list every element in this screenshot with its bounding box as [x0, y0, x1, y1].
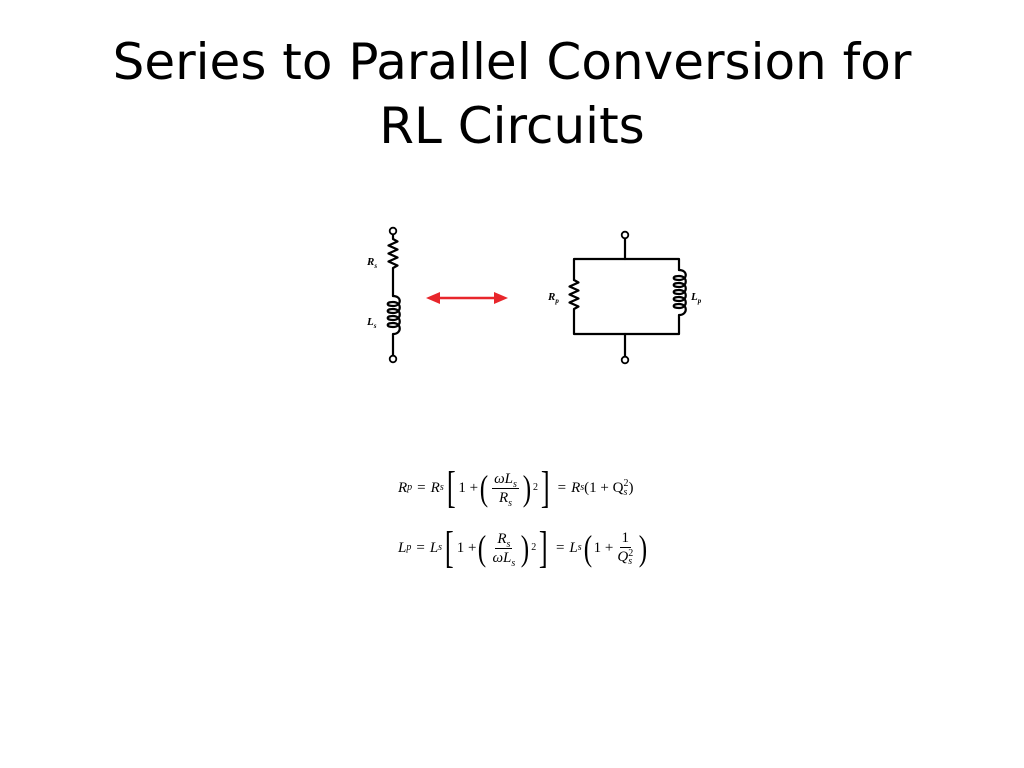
eq1-bracket-open: [	[446, 463, 456, 512]
series-circuit: Rs Ls	[366, 226, 401, 364]
arrow-head-left	[426, 292, 440, 304]
eq2-q-sup: 2	[628, 547, 634, 559]
eq1-frac-den-sub: s	[508, 497, 513, 509]
circuit-diagram: Rs Ls Rp Lp	[366, 226, 702, 365]
eq2-paren-close-2: )	[639, 528, 648, 568]
eq1-paren-open: (	[479, 468, 489, 508]
parallel-circuit: Rp Lp	[547, 230, 702, 365]
eq1-paren-close: )	[522, 468, 532, 508]
parallel-resistor	[568, 278, 627, 358]
conversion-arrow	[426, 292, 508, 304]
series-top-terminal	[388, 226, 398, 236]
eq1-rhs: R	[571, 479, 581, 496]
title-line-2: RL Circuits	[379, 97, 645, 155]
eq2-frac2-num: 1	[621, 530, 630, 547]
eq2-lhs: L	[398, 539, 407, 556]
eq2-rhs: L	[569, 539, 578, 556]
eq1-equals: =	[417, 479, 426, 496]
eq2-frac-num: R	[497, 530, 507, 547]
eq2-paren-open-2: (	[583, 528, 592, 568]
series-inductor-label: Ls	[366, 316, 377, 330]
series-resistor-label: Rs	[366, 256, 377, 270]
parallel-resistor-label: Rp	[547, 291, 559, 305]
eq1-one-plus: 1 +	[458, 479, 479, 496]
parallel-inductor-label: Lp	[690, 291, 702, 305]
eq1-bracket-close: ]	[540, 463, 550, 512]
eq2-fraction: Rs ωLs	[490, 530, 517, 569]
eq2-frac-num-sub: s	[506, 538, 511, 550]
eq2-equals-2: =	[555, 539, 565, 556]
parallel-bottom-terminal	[620, 355, 630, 365]
eq2-bracket-open: [	[444, 523, 454, 572]
eq2-ls: L	[429, 539, 439, 556]
parallel-top-wire-left	[572, 237, 627, 282]
eq1-frac-num-sub: s	[513, 478, 517, 490]
slide-title: Series to Parallel Conversion for RL Cir…	[0, 30, 1024, 158]
title-line-1: Series to Parallel Conversion for	[112, 33, 912, 91]
eq2-q-sub: s	[628, 555, 633, 567]
eq2-frac2-den: Q	[617, 549, 629, 566]
eq2-paren-close: )	[521, 528, 530, 568]
eq1-frac-den: R	[498, 489, 509, 506]
eq2-one-plus: 1 +	[456, 539, 477, 556]
parallel-inductor	[623, 268, 687, 336]
series-bottom-terminal	[388, 354, 398, 364]
eq1-lhs: R	[398, 479, 408, 496]
eq2-one-plus-2: 1 +	[593, 539, 614, 556]
eq1-fraction: ωLs Rs	[492, 470, 519, 509]
series-resistor	[387, 233, 399, 298]
eq2-frac-den-sub: s	[511, 557, 516, 569]
eq1-close: )	[628, 479, 634, 496]
parallel-top-terminal	[620, 230, 630, 240]
series-inductor	[386, 294, 401, 357]
eq1-rhs-tail: (1 + Q	[584, 479, 624, 496]
eq1-q-sup: 2	[623, 478, 629, 489]
eq1-frac-num: ωL	[494, 470, 514, 487]
eq1-rs: R	[430, 479, 440, 496]
eq1-equals-2: =	[557, 479, 567, 496]
eq1-q-sub: s	[623, 487, 628, 498]
eq2-equals: =	[416, 539, 425, 556]
parallel-top-wire-right	[623, 257, 681, 272]
eq2-bracket-close: ]	[539, 523, 549, 572]
arrow-head-right	[494, 292, 508, 304]
eq2-frac-den: ωL	[492, 549, 512, 566]
eq2-paren-open: (	[478, 528, 487, 568]
